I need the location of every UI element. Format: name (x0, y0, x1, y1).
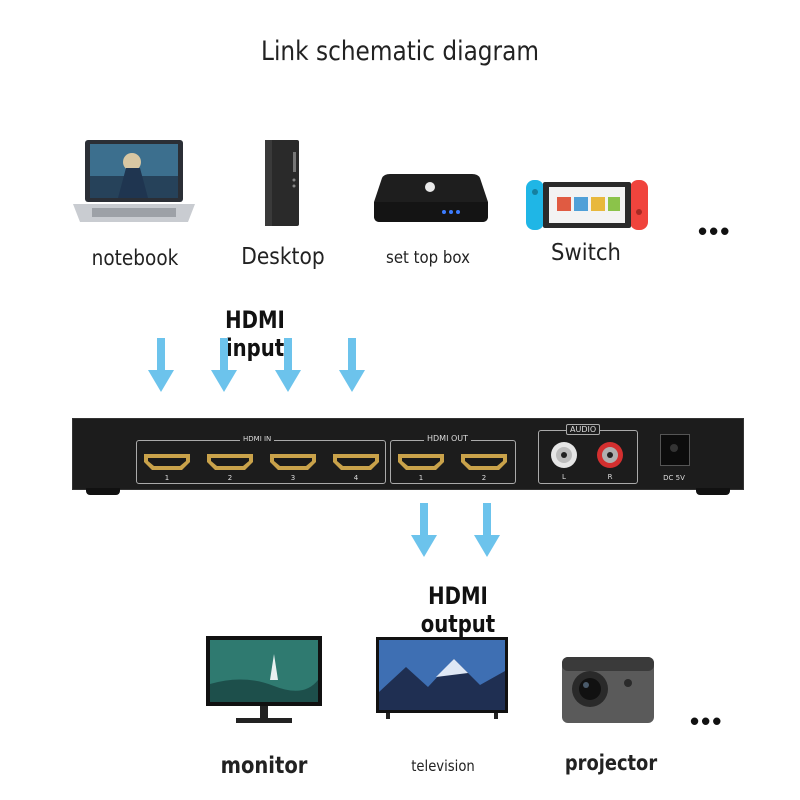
hdmi-output-heading: HDMI output (397, 582, 520, 638)
audio-jack-right (595, 440, 625, 470)
in-port-number: 2 (224, 474, 236, 482)
source-label-notebook: notebook (87, 246, 184, 270)
hdmi-in-label: HDMI IN (240, 435, 274, 443)
desktop-tower-icon (262, 138, 302, 230)
output-label-television: television (395, 757, 492, 775)
in-port-number: 4 (350, 474, 362, 482)
in-port-number: 3 (287, 474, 299, 482)
set-top-box-icon (372, 172, 490, 228)
source-label-switch: Switch (535, 240, 636, 266)
hdmi-out-port-2 (459, 452, 509, 472)
source-label-desktop: Desktop (235, 244, 332, 270)
projector-icon (560, 653, 656, 725)
input-arrow-4 (339, 338, 365, 394)
input-arrow-2 (211, 338, 237, 394)
out-port-number: 2 (478, 474, 490, 482)
output-label-projector: projector (564, 751, 658, 775)
power-label: DC 5V (654, 474, 694, 482)
power-jack-pin (670, 444, 678, 452)
hdmi-in-port-1 (142, 452, 192, 472)
audio-port-label: L (558, 473, 570, 481)
audio-port-label: R (604, 473, 616, 481)
in-port-number: 1 (161, 474, 173, 482)
monitor-icon (204, 634, 324, 726)
output-arrow-2 (474, 503, 500, 559)
audio-label: AUDIO (566, 424, 600, 435)
audio-jack-left (549, 440, 579, 470)
hdmi-out-port-1 (396, 452, 446, 472)
input-arrow-3 (275, 338, 301, 394)
more-outputs-ellipsis: ••• (690, 706, 723, 737)
device-foot-left (86, 488, 120, 495)
game-console-icon (526, 180, 648, 232)
television-icon (376, 637, 508, 721)
hdmi-in-port-4 (331, 452, 381, 472)
out-port-number: 1 (415, 474, 427, 482)
input-arrow-1 (148, 338, 174, 394)
hdmi-in-port-2 (205, 452, 255, 472)
hdmi-in-port-3 (268, 452, 318, 472)
source-label-set-top-box: set top box (380, 248, 477, 268)
hdmi-out-label: HDMI OUT (424, 434, 471, 443)
output-arrow-1 (411, 503, 437, 559)
output-label-monitor: monitor (217, 753, 311, 779)
laptop-icon (70, 138, 200, 230)
device-foot-right (696, 488, 730, 495)
more-sources-ellipsis: ••• (698, 216, 731, 247)
diagram-title: Link schematic diagram (56, 36, 744, 67)
